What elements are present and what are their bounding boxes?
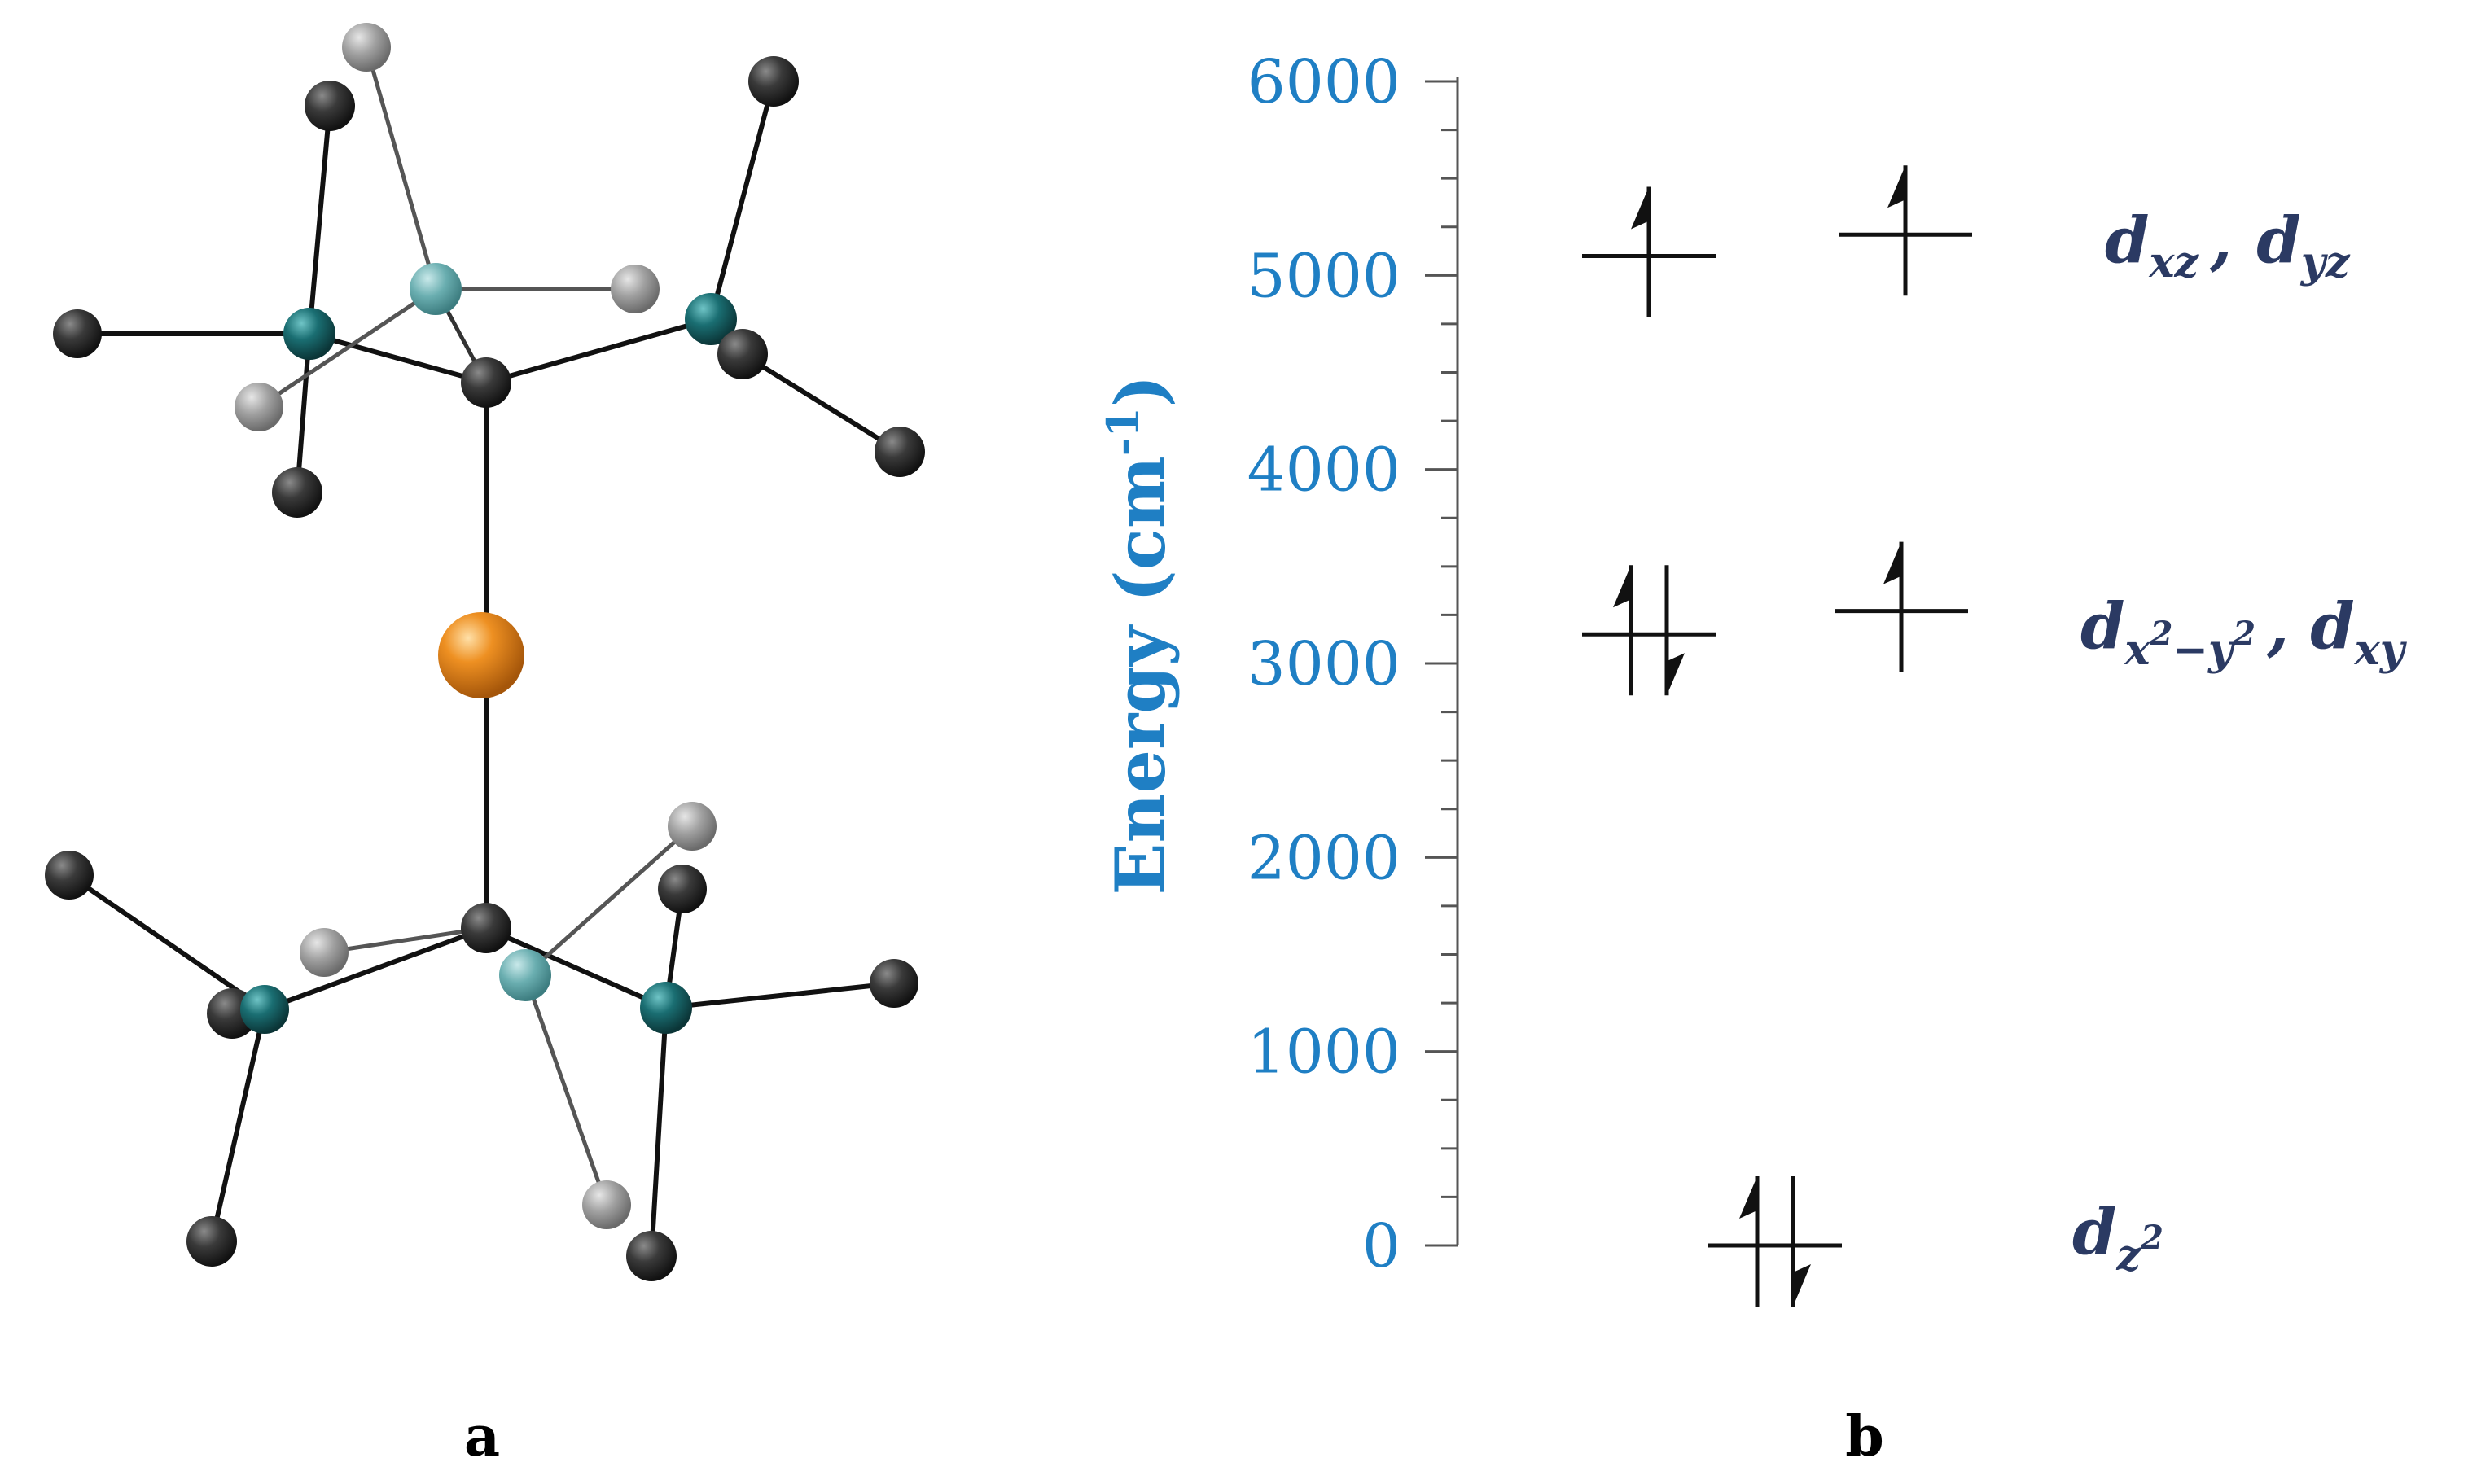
orbital-label-dz2: dz2: [2072, 1195, 2163, 1280]
carbon-atom: [461, 903, 511, 953]
atoms: [45, 23, 925, 1281]
panel-label-a: a: [464, 1404, 500, 1469]
energy-axis-tick-labels: 0 1000 2000 3000 4000 5000 6000: [1247, 47, 1401, 1281]
carbon-atom: [668, 802, 717, 851]
tick-label-5000: 5000: [1247, 241, 1401, 311]
tick-label-2000: 2000: [1247, 823, 1401, 893]
energy-axis-title: Energy (cm-1): [1097, 374, 1181, 895]
orbital-level-dx2-y2: [1582, 565, 1716, 696]
panel-label-b: b: [1845, 1404, 1884, 1469]
tick-label-3000: 3000: [1247, 629, 1401, 699]
carbon-atom: [342, 23, 391, 72]
orbital-label-dxz-dyz: dxz,dyz: [2105, 204, 2351, 287]
orbital-label-dx2y2-dxy: dx2−y2,dxy: [2080, 589, 2408, 675]
carbon-atom: [658, 865, 707, 913]
silicon-atom: [685, 293, 737, 345]
carbon-atom: [186, 1216, 237, 1267]
carbon-atom: [748, 56, 799, 107]
silicon-atom: [410, 263, 462, 315]
carbon-atom: [305, 81, 355, 131]
carbon-atom: [875, 427, 925, 477]
carbon-atom: [45, 851, 94, 900]
orbital-level-dxz: [1582, 186, 1716, 317]
silicon-atom: [499, 949, 551, 1001]
carbon-atom: [461, 357, 511, 408]
carbon-atom: [272, 467, 322, 518]
carbon-atom: [53, 309, 102, 358]
tick-label-4000: 4000: [1247, 436, 1401, 506]
carbon-atom: [235, 383, 283, 431]
molecule-structure: [45, 23, 925, 1281]
orbital-level-dyz: [1839, 165, 1972, 296]
carbon-atom: [717, 329, 768, 379]
orbital-level-dxy: [1835, 541, 1968, 672]
energy-axis-ticks: [1425, 80, 1458, 1247]
orbital-level-dz2: [1708, 1176, 1842, 1307]
silicon-atom: [283, 308, 335, 360]
tick-label-6000: 6000: [1247, 47, 1401, 117]
silicon-atom: [240, 985, 289, 1034]
tick-label-0: 0: [1362, 1211, 1401, 1281]
silicon-atom: [640, 982, 692, 1034]
carbon-atom: [626, 1231, 677, 1281]
central-metal-atom: [438, 612, 524, 698]
carbon-atom: [300, 928, 349, 977]
orbital-levels: [1582, 165, 1972, 1307]
carbon-atom: [870, 959, 918, 1008]
carbon-atom: [582, 1180, 631, 1229]
tick-label-1000: 1000: [1247, 1018, 1401, 1088]
carbon-atom: [611, 265, 660, 313]
